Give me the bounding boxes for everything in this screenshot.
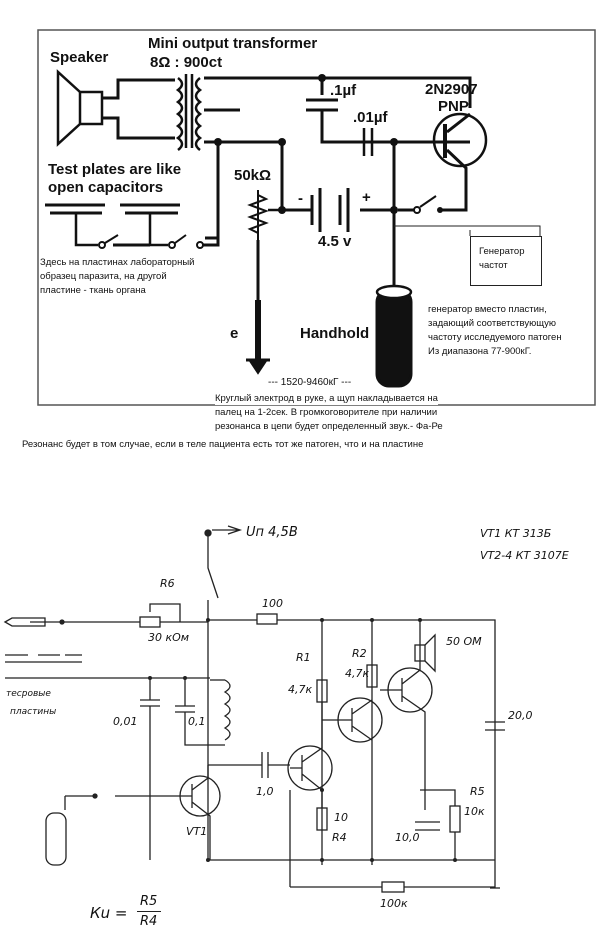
probe-label: e bbox=[230, 325, 239, 342]
r1-value: 4,7к bbox=[288, 683, 313, 696]
ku-lhs: Кu = bbox=[90, 904, 128, 922]
note-generator-1: генератор вместо пластин, bbox=[428, 303, 547, 316]
transformer-title: Mini output transformer bbox=[148, 35, 318, 52]
pot-label: 50kΩ bbox=[234, 167, 272, 184]
note-resonance: Резонанс будет в том случае, если в теле… bbox=[22, 439, 424, 450]
r5-value: 10к bbox=[464, 805, 485, 818]
r6-label: R6 bbox=[160, 577, 175, 590]
battery-label: 4.5 v bbox=[318, 233, 352, 250]
note-generator-4: Из диапазона 77-900кГ. bbox=[428, 345, 532, 358]
note-electrode-2: палец на 1-2сек. В громкоговорителе при … bbox=[215, 406, 438, 419]
vt1-label: VT1 bbox=[186, 825, 208, 838]
test-plates-line1: Test plates are like bbox=[48, 161, 182, 178]
generator-box-line2: частот bbox=[479, 260, 508, 271]
freq-range: --- 1520-9460кГ --- bbox=[268, 377, 352, 388]
note-generator-2: задающий соответствующую bbox=[428, 317, 556, 330]
battery-minus: - bbox=[298, 190, 303, 207]
r2-label: R2 bbox=[352, 647, 367, 660]
r5-label: R5 bbox=[470, 785, 485, 798]
test-plates-b-1: тесровые bbox=[6, 689, 51, 699]
r1-label: R1 bbox=[296, 651, 311, 664]
battery-plus: + bbox=[362, 189, 371, 206]
r4-value: 10 bbox=[334, 811, 348, 824]
c001-label: 0,01 bbox=[113, 715, 138, 728]
generator-box-lines bbox=[394, 225, 541, 236]
bottom-circuit-wires bbox=[3, 525, 505, 893]
r4-label: R4 bbox=[332, 831, 347, 844]
ku-numerator: R5 bbox=[140, 894, 158, 909]
junction-dots bbox=[214, 74, 443, 214]
bottom-junction-dots bbox=[148, 618, 457, 862]
cap1-label: .1µf bbox=[330, 82, 357, 99]
cap2-label: .01µf bbox=[353, 109, 388, 126]
note-plates-3: пластине - ткань органа bbox=[40, 284, 146, 297]
note-plates-2: образец паразита, на другой bbox=[40, 271, 167, 282]
r2-value: 4,7к bbox=[345, 667, 370, 680]
top-circuit-wires bbox=[37, 29, 596, 406]
c01-label: 0,1 bbox=[188, 715, 206, 728]
note-electrode-1: Круглый электрод в руке, а щуп накладыва… bbox=[215, 392, 438, 405]
supply-label: Uп 4,5В bbox=[246, 525, 298, 540]
note-generator-3: частоту исследуемого патоген bbox=[428, 331, 562, 344]
transistor-type: PNP bbox=[438, 98, 469, 115]
transformer-ratio: 8Ω : 900ct bbox=[150, 54, 223, 71]
vt24-type: VT2-4 КТ 3107Е bbox=[480, 549, 569, 562]
r100k-label: 100к bbox=[380, 897, 408, 910]
c20-label: 20,0 bbox=[508, 709, 533, 722]
speaker-label: Speaker bbox=[50, 49, 109, 66]
note-plates-1: Здесь на пластинах лабораторный bbox=[40, 257, 195, 268]
r100-label: 100 bbox=[262, 597, 283, 610]
r6-value: 30 кОм bbox=[148, 631, 190, 644]
test-plates-b-2: пластины bbox=[10, 707, 57, 717]
handhold-label: Handhold bbox=[300, 325, 370, 342]
vt1-type: VT1 КТ 313Б bbox=[480, 527, 552, 540]
generator-box-line1: Генератор bbox=[479, 246, 525, 257]
c10-label: 1,0 bbox=[256, 785, 274, 798]
c100-label: 10,0 bbox=[395, 831, 420, 844]
generator-box: Генератор частот bbox=[470, 236, 542, 286]
transistor-label: 2N2907 bbox=[425, 81, 478, 98]
ku-denominator: R4 bbox=[140, 914, 158, 929]
test-plates-line2: open capacitors bbox=[48, 179, 164, 196]
ku-fraction-bar bbox=[137, 911, 161, 912]
note-electrode-3: резонанса в цепи будет определенный звук… bbox=[215, 420, 443, 433]
speaker-b-label: 50 ОМ bbox=[446, 635, 482, 648]
